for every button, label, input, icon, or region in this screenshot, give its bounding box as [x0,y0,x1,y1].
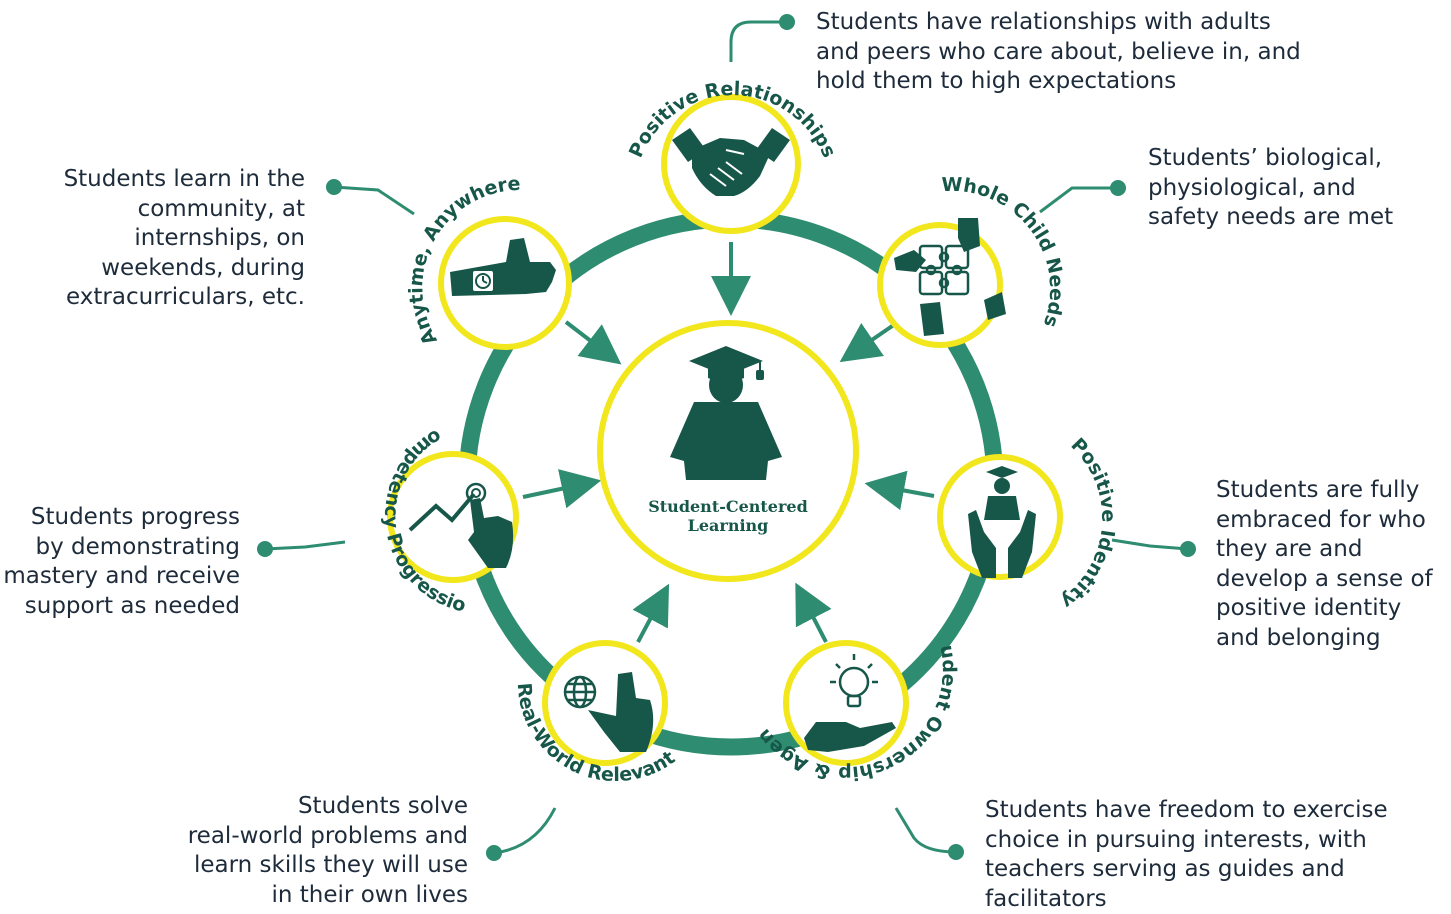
description-line: positive identity [1216,594,1433,624]
label-positive-identity: Positive Identity [1056,434,1119,613]
dot-student-ownership [948,844,964,860]
dot-anytime-anywhere [326,179,342,195]
description-line: internships, on [64,224,305,254]
connector-anytime-anywhere [334,187,414,214]
dot-positive-relationships [779,14,795,30]
description-line: physiological, and [1148,174,1393,204]
description-line: safety needs are met [1148,203,1393,233]
connector-competency-progression [265,542,345,549]
description-line: Students solve [188,792,468,822]
center-title-line-2: Learning [628,516,828,535]
description-line: by demonstrating [3,533,240,563]
description-line: teachers serving as guides and [985,855,1388,885]
center-title-line-1: Student-Centered [628,497,828,516]
description-line: weekends, during [64,254,305,284]
description-line: real-world problems and [188,822,468,852]
description-line: facilitators [985,885,1388,914]
description-line: Students progress [3,503,240,533]
description-competency-progression: Students progress by demonstrating maste… [3,503,240,621]
description-anytime-anywhere: Students learn in the community, at inte… [64,165,305,313]
description-line: community, at [64,195,305,225]
connector-real-world-relevant [494,808,555,853]
arrow-real-world-relevant [638,612,654,642]
description-line: support as needed [3,592,240,622]
dot-positive-identity [1180,541,1196,557]
description-line: and peers who care about, believe in, an… [816,38,1301,68]
connector-student-ownership [896,808,956,852]
description-line: learn skills they will use [188,851,468,881]
description-line: they are and [1216,535,1433,565]
description-real-world-relevant: Students solve real-world problems and l… [188,792,468,910]
description-line: Students learn in the [64,165,305,195]
description-whole-child-needs: Students’ biological, physiological, and… [1148,144,1393,233]
description-line: hold them to high expectations [816,67,1301,97]
dot-real-world-relevant [486,845,502,861]
arrow-anytime-anywhere [566,322,596,345]
description-line: and belonging [1216,624,1433,654]
arrow-student-ownership [810,611,826,642]
description-line: Students have relationships with adults [816,8,1301,38]
connector-positive-relationships [731,22,787,62]
description-line: in their own lives [188,881,468,911]
arrow-positive-identity [896,489,934,496]
connector-positive-identity [1112,540,1188,549]
description-line: develop a sense of [1216,565,1433,595]
description-line: choice in pursuing interests, with [985,826,1388,856]
description-line: Students’ biological, [1148,144,1393,174]
description-positive-relationships: Students have relationships with adults … [816,8,1301,97]
center-title: Student-Centered Learning [628,497,828,535]
description-line: mastery and receive [3,562,240,592]
description-line: Students have freedom to exercise [985,796,1388,826]
description-line: Students are fully [1216,476,1433,506]
dot-competency-progression [257,541,273,557]
dot-whole-child-needs [1110,180,1126,196]
connector-whole-child-needs [1040,188,1118,212]
description-line: extracurriculars, etc. [64,283,305,313]
description-positive-identity: Students are fully embraced for who they… [1216,476,1433,653]
description-line: embraced for who [1216,506,1433,536]
description-student-ownership: Students have freedom to exercise choice… [985,796,1388,914]
arrow-competency-progression [523,487,570,497]
